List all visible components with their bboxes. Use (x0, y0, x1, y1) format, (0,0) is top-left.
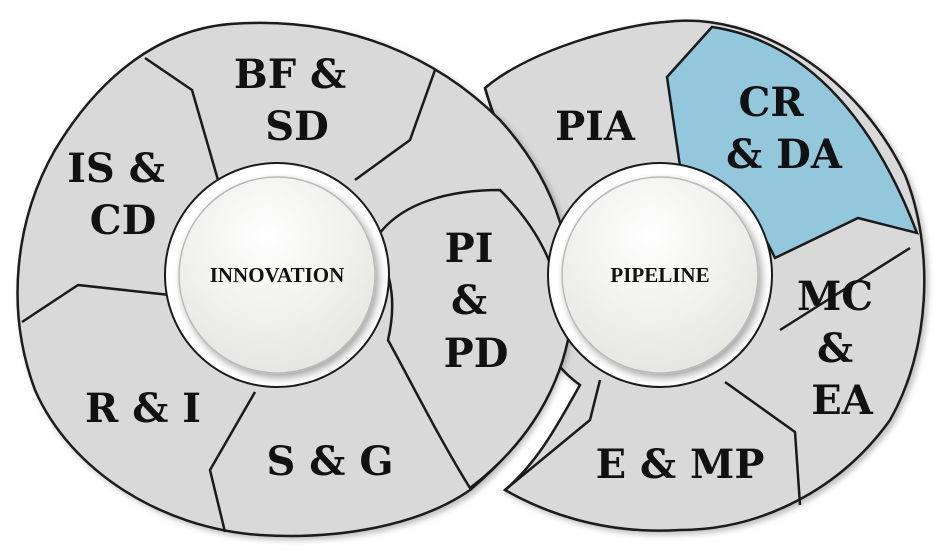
segment-pi-pd-label[interactable]: PI & PD (444, 225, 509, 377)
pipeline-hub-inner (561, 176, 759, 374)
innovation-hub[interactable]: INNOVATION (164, 162, 390, 388)
innovation-hub-label: INNOVATION (210, 263, 345, 287)
segment-bf-sd-label[interactable]: BF & SD (234, 51, 360, 150)
pipeline-hub[interactable]: PIPELINE (547, 162, 773, 388)
innovation-ring-inner-channel (373, 188, 570, 490)
segment-r-i-label[interactable]: R & I (85, 385, 201, 432)
innovation-hub-inner (178, 176, 376, 374)
segment-s-g-label[interactable]: S & G (266, 438, 393, 485)
segment-is-cd-label[interactable]: IS & CD (67, 145, 179, 244)
segment-mc-ea-label[interactable]: MC & EA (797, 273, 887, 424)
segment-e-mp-label[interactable]: E & MP (596, 441, 765, 488)
segment-cr-da-label[interactable]: CR & DA (726, 79, 843, 178)
segment-pia-label[interactable]: PIA (555, 103, 636, 150)
pipeline-hub-label: PIPELINE (610, 263, 709, 287)
